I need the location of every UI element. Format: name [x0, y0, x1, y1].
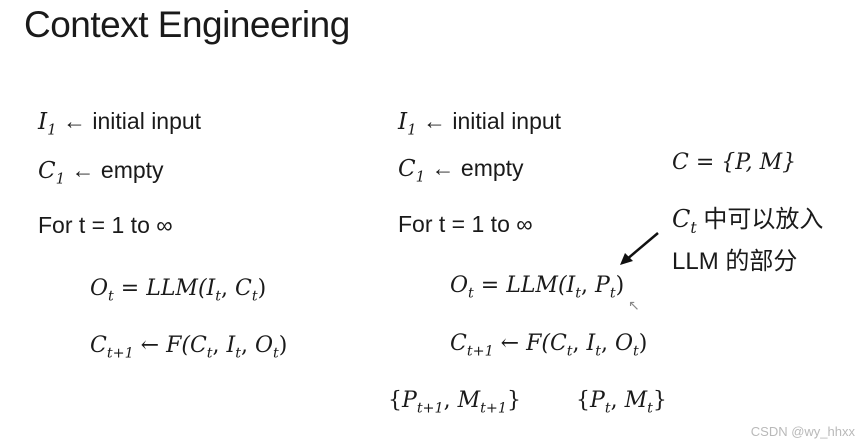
left-init-input-line: I1 ← initial input: [38, 108, 201, 139]
left-context-update-equation: Ct+1 ← F(Ct, It, Ot): [90, 333, 288, 362]
context-note: Ct 中可以放入 LLM 的部分: [672, 203, 823, 278]
right-context-update-equation: Ct+1 ← F(Ct, It, Ot): [450, 331, 648, 360]
left-init-input-text: ← initial input: [63, 108, 202, 134]
context-note-line2: LLM 的部分: [672, 247, 798, 275]
left-i1-symbol: I1: [38, 109, 57, 139]
arrow-icon: [620, 232, 659, 265]
right-c1-empty-line: C1 ← empty: [398, 155, 524, 186]
right-for-loop-line: For t = 1 to ∞: [398, 211, 533, 237]
next-context-set: {Pt+1, Mt+1}: [388, 388, 521, 417]
left-output-equation: Ot = LLM(It, Ct): [90, 276, 267, 305]
right-c1-symbol: C1: [398, 156, 426, 186]
mouse-cursor-icon: ↖: [628, 297, 640, 313]
right-output-equation: Ot = LLM(It, Pt): [450, 273, 625, 302]
left-c1-symbol: C1: [38, 158, 66, 188]
right-i1-symbol: I1: [398, 109, 417, 139]
right-init-input-line: I1 ← initial input: [398, 108, 561, 139]
left-c1-empty-line: C1 ← empty: [38, 157, 164, 188]
right-init-input-text: ← initial input: [423, 108, 562, 134]
context-set-definition: C = {P, M}: [672, 150, 797, 175]
left-empty-text: ← empty: [71, 157, 164, 183]
note-ct-symbol: Ct: [672, 205, 697, 237]
context-note-line1: Ct 中可以放入: [672, 205, 824, 237]
current-context-set: {Pt, Mt}: [576, 388, 667, 417]
slide-title: Context Engineering: [24, 4, 350, 45]
left-for-loop-line: For t = 1 to ∞: [38, 212, 173, 238]
right-empty-text: ← empty: [431, 155, 524, 181]
watermark: CSDN @wy_hhxx: [750, 424, 855, 439]
